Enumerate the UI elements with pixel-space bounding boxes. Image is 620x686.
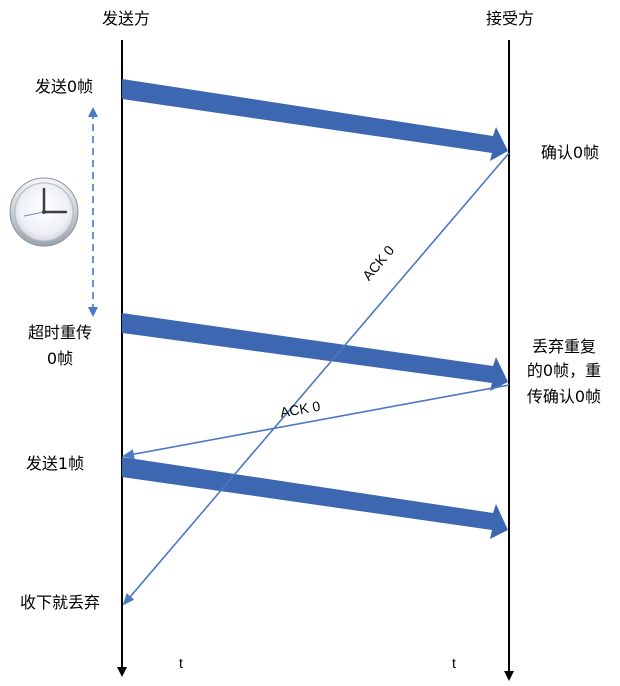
send-frame1-label: 发送1帧	[26, 454, 84, 473]
ack0-label-second: ACK 0	[279, 398, 322, 421]
discard-duplicate-label-line1: 丢弃重复	[532, 337, 596, 356]
sender-header: 发送方	[102, 9, 150, 28]
receiver-time-label: t	[452, 655, 456, 671]
discard-duplicate-label-line3: 传确认0帧	[527, 387, 601, 406]
confirm-frame0-label: 确认0帧	[541, 143, 599, 162]
frame0-arrow	[122, 79, 508, 161]
timeout-retransmit-label-line1: 超时重传	[28, 323, 92, 342]
ack0-line-first	[122, 152, 510, 606]
sender-time-label: t	[179, 655, 183, 671]
timeout-retransmit-label-line2: 0帧	[47, 349, 73, 368]
receiver-header: 接受方	[486, 9, 534, 28]
discard-duplicate-label-line2: 的0帧，重	[527, 361, 601, 380]
ack0-line-second	[122, 384, 510, 460]
clock-icon	[9, 177, 79, 247]
frame0-retransmit-arrow	[122, 313, 508, 391]
discard-label: 收下就丢弃	[20, 593, 100, 612]
frame1-arrow	[122, 457, 508, 539]
ack0-label-first: ACK 0	[359, 242, 397, 283]
send-frame0-label: 发送0帧	[35, 77, 93, 96]
